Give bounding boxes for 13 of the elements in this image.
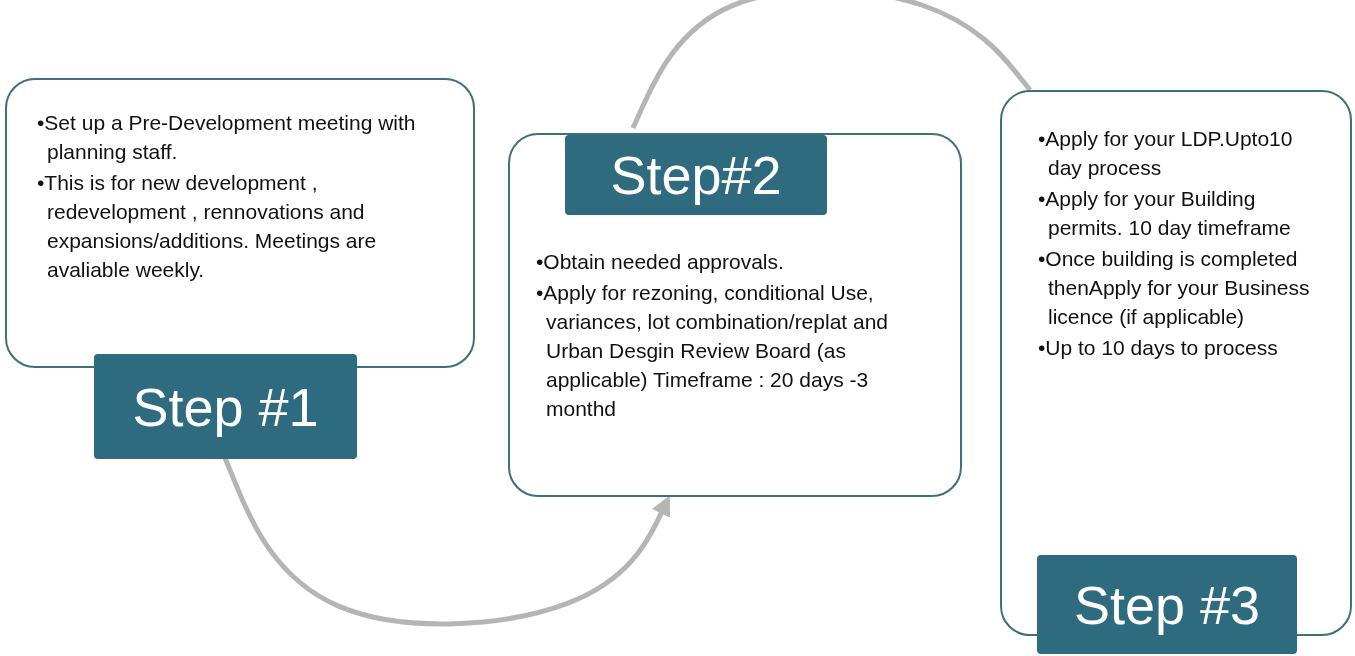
bullet-text: •Once building is completed thenApply for your Business licence (if applicable) [1038,246,1311,330]
step-label: Step#2 [565,135,827,215]
curved-arrow [222,457,671,627]
bullet-text: •Set up a Pre-Development meeting with planning staff. [37,110,417,165]
bullet-text: •Apply for rezoning, conditional Use, variances, lot combination/replat and Urban Desgin Review Board (as applicable) Timeframe : 20 days -3 monthd [536,280,890,422]
step-card [508,133,962,497]
bullet-text: •Apply for your Building permits. 10 day timeframe [1038,186,1292,241]
bullet-text: •This is for new development , redevelopment , rennovations and expansions/additions. Meetings are avaliable weekly. [37,170,378,283]
bullet-text: •Obtain needed approvals. [536,249,785,275]
bullet-text: •Up to 10 days to process [1038,335,1279,361]
bullet-text: •Apply for your LDP.Upto10 day process [1038,126,1294,181]
step-label: Step #1 [94,354,357,459]
step-label: Step #3 [1037,555,1297,654]
